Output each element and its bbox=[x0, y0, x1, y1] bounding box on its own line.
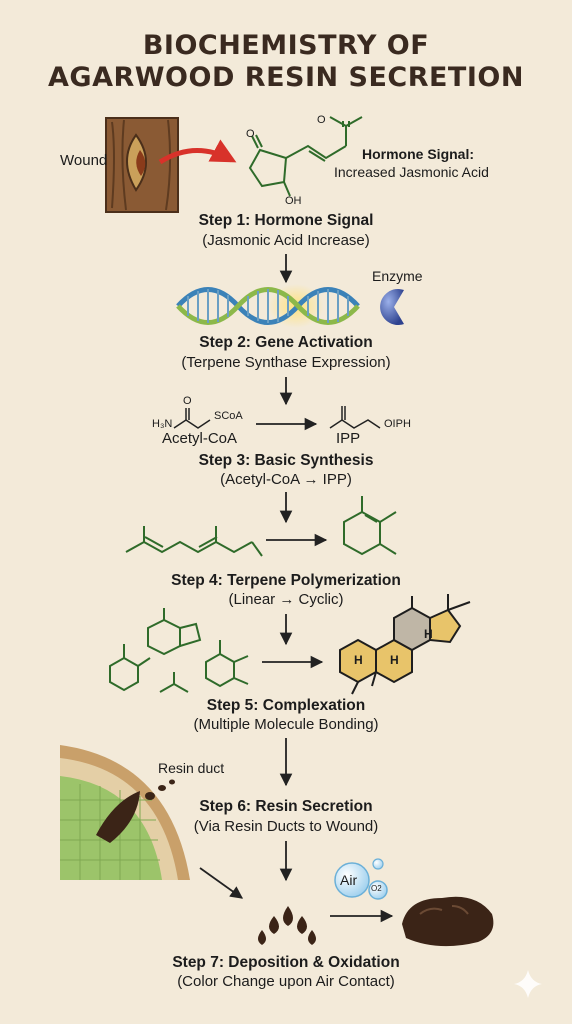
linear-terpene-molecule bbox=[125, 526, 263, 557]
step-6-subtitle: (Via Resin Ducts to Wound) bbox=[193, 818, 379, 835]
acetyl-coa-label: Acetyl-CoA bbox=[162, 430, 238, 447]
ipp-label: IPP bbox=[336, 430, 361, 447]
wound-label: Wound bbox=[60, 152, 108, 169]
acetyl-coa-molecule bbox=[173, 408, 211, 429]
steroid-molecule bbox=[339, 594, 471, 695]
ja-oxygen-2: O bbox=[317, 114, 326, 126]
step-7-subtitle: (Color Change upon Air Contact) bbox=[177, 973, 395, 990]
step-4-title: Step 4: Terpene Polymerization bbox=[171, 572, 401, 589]
air-bubble-icon bbox=[334, 858, 388, 900]
title-line-2: AGARWOOD RESIN SECRETION bbox=[48, 62, 524, 93]
resin-lump-icon bbox=[402, 896, 494, 947]
oxygen-label: O2 bbox=[371, 884, 382, 893]
resin-duct-label: Resin duct bbox=[158, 760, 225, 776]
resin-duct-icon bbox=[60, 745, 190, 880]
acetyl-coa-scoa: SCoA bbox=[214, 410, 243, 422]
cyclic-terpene-molecule bbox=[343, 496, 397, 556]
jasmonic-acid-molecule bbox=[248, 116, 363, 197]
step-4-subtitle: (Linear → Cyclic) bbox=[228, 591, 344, 608]
steroid-hydrogen-1: H bbox=[354, 653, 363, 667]
hormone-signal-subtitle: Increased Jasmonic Acid bbox=[334, 164, 489, 180]
enzyme-icon bbox=[380, 289, 404, 325]
acetyl-coa-amine: H₃N bbox=[152, 418, 173, 430]
steroid-hydrogen-3: H bbox=[424, 627, 433, 641]
enzyme-label: Enzyme bbox=[372, 268, 423, 284]
dna-helix-icon bbox=[176, 284, 360, 328]
step-5-subtitle: (Multiple Molecule Bonding) bbox=[193, 716, 379, 733]
acetyl-coa-oxygen: O bbox=[183, 395, 192, 407]
step-3-subtitle: (Acetyl-CoA → IPP) bbox=[220, 471, 352, 488]
step-1-title: Step 1: Hormone Signal bbox=[198, 212, 374, 229]
air-label: Air bbox=[340, 872, 358, 888]
step-2-subtitle: (Terpene Synthase Expression) bbox=[181, 354, 391, 371]
step-3-title: Step 3: Basic Synthesis bbox=[198, 452, 374, 469]
ipp-molecule bbox=[329, 406, 381, 429]
ja-hydroxyl: OH bbox=[285, 195, 302, 207]
hormone-signal-title: Hormone Signal: bbox=[362, 146, 475, 162]
small-molecules-group bbox=[109, 608, 249, 693]
title-line-1: BIOCHEMISTRY OF bbox=[142, 30, 430, 61]
wound-tree-icon bbox=[105, 117, 237, 213]
step-1-subtitle: (Jasmonic Acid Increase) bbox=[202, 232, 370, 249]
resin-drops-icon bbox=[258, 906, 316, 945]
sparkle-icon bbox=[514, 970, 542, 998]
arrow-duct-to-drops bbox=[199, 867, 244, 899]
step-7-title: Step 7: Deposition & Oxidation bbox=[172, 954, 400, 971]
step-5-title: Step 5: Complexation bbox=[206, 697, 366, 714]
steroid-hydrogen-2: H bbox=[390, 653, 399, 667]
step-6-title: Step 6: Resin Secretion bbox=[199, 798, 373, 815]
ja-oxygen-1: O bbox=[246, 128, 255, 140]
ipp-phosphate: OIPH bbox=[384, 418, 411, 430]
step-2-title: Step 2: Gene Activation bbox=[199, 334, 373, 351]
